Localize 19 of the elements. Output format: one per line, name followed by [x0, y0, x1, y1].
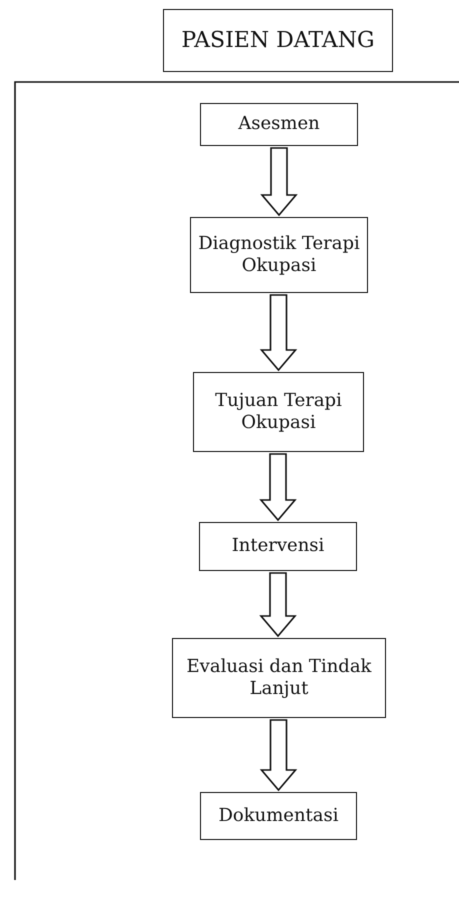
process-box [199, 522, 357, 571]
process-box [200, 792, 357, 840]
step-label: PASIEN DATANG [181, 26, 375, 54]
block-arrow [259, 453, 297, 522]
block-arrow [260, 294, 298, 372]
block-arrow [259, 572, 297, 638]
process-box [193, 372, 364, 452]
step-label: Asesmen [238, 113, 320, 136]
step-label: Intervensi [232, 535, 324, 558]
step-label: Tujuan Terapi Okupasi [214, 390, 343, 434]
process-box [200, 103, 358, 146]
step-label: Diagnostik Terapi Okupasi [197, 232, 361, 278]
block-arrow [260, 719, 298, 792]
process-box [163, 9, 393, 72]
process-box [190, 217, 368, 293]
process-box [172, 638, 386, 718]
step-label: Evaluasi dan Tindak Lanjut [186, 656, 372, 700]
block-arrow [260, 147, 298, 216]
step-label: Dokumentasi [218, 804, 339, 828]
